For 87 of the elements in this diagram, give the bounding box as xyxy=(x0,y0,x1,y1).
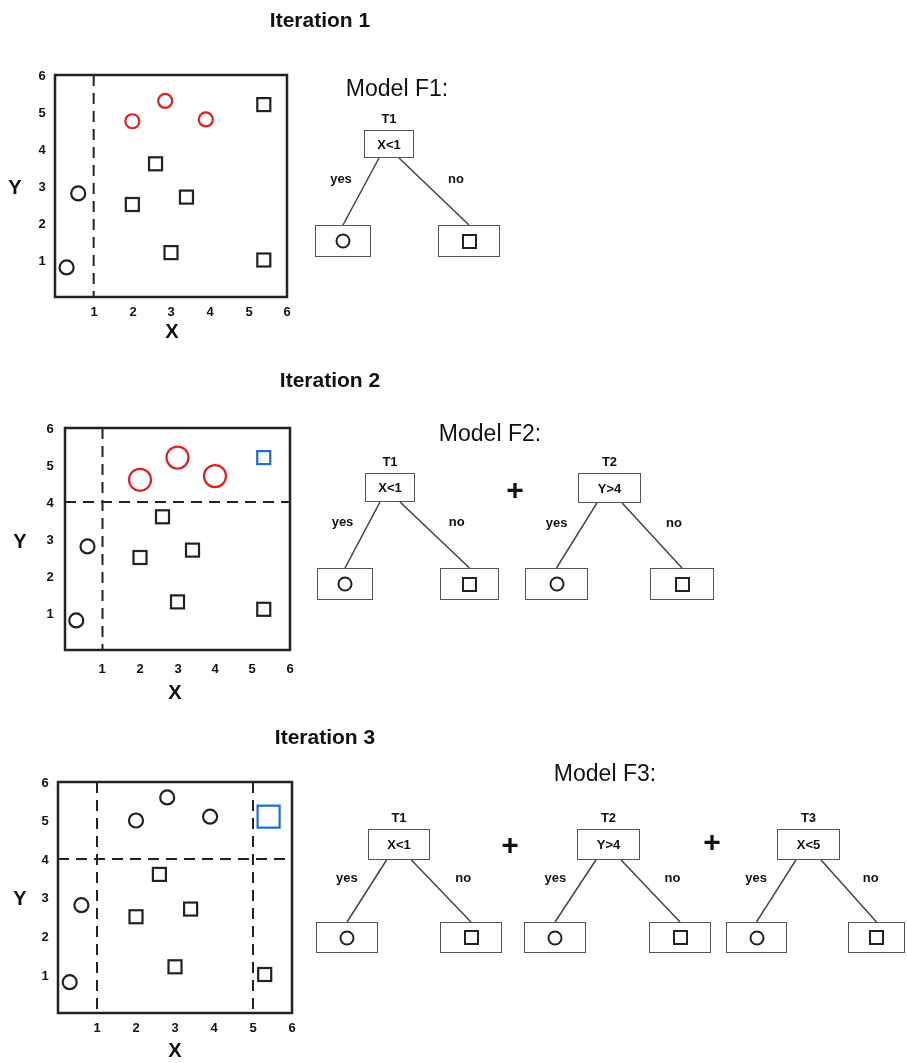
axis-tick-label: 2 xyxy=(38,215,46,231)
plus-sign: + xyxy=(506,473,524,507)
tree-branch-line xyxy=(399,501,471,569)
axis-tick-label: 4 xyxy=(46,494,54,510)
leaf-box xyxy=(315,225,371,257)
tree-branch-line xyxy=(346,859,388,923)
leaf-box xyxy=(726,922,787,953)
leaf-box xyxy=(317,568,373,600)
axis-tick-label: 5 xyxy=(248,660,256,676)
condition-box: X<1 xyxy=(364,130,414,158)
condition-box: Y>4 xyxy=(577,829,640,860)
axis-tick-label: 4 xyxy=(206,303,214,319)
axis-tick-label: 5 xyxy=(38,104,46,120)
tree-label: T1 xyxy=(381,110,397,128)
axis-tick-label: 6 xyxy=(288,1019,296,1035)
model-heading: Model F2: xyxy=(438,419,542,447)
axis-tick-label: 6 xyxy=(283,303,291,319)
condition-box: X<1 xyxy=(365,473,415,502)
axis-tick-label: 1 xyxy=(38,252,46,268)
leaf-box xyxy=(650,568,714,600)
axis-title: X xyxy=(165,319,179,343)
tree-label: T1 xyxy=(391,809,407,827)
tree-branch-line xyxy=(755,859,797,923)
axis-tick-label: 6 xyxy=(41,774,49,790)
axis-tick-label: 4 xyxy=(211,660,219,676)
plus-sign: + xyxy=(703,825,721,859)
iteration-heading: Iteration 1 xyxy=(269,8,371,32)
iteration-heading: Iteration 2 xyxy=(279,368,381,392)
tree-branch-line xyxy=(555,502,598,569)
leaf-box xyxy=(649,922,711,953)
condition-box: X<1 xyxy=(368,829,430,860)
leaf-box xyxy=(440,922,502,953)
axis-tick-label: 6 xyxy=(38,67,46,83)
axis-tick-label: 2 xyxy=(132,1019,140,1035)
axis-tick-label: 4 xyxy=(38,141,46,157)
plus-sign: + xyxy=(501,828,519,862)
condition-box: X<5 xyxy=(777,829,840,860)
axis-tick-label: 2 xyxy=(46,568,54,584)
axis-tick-label: 2 xyxy=(41,928,49,944)
iteration-heading: Iteration 3 xyxy=(274,725,376,749)
axis-tick-label: 1 xyxy=(93,1019,101,1035)
axis-title: Y xyxy=(13,529,27,553)
tree-branch-line xyxy=(620,859,681,923)
axis-tick-label: 3 xyxy=(171,1019,179,1035)
axis-tick-label: 2 xyxy=(136,660,144,676)
axis-tick-label: 1 xyxy=(90,303,98,319)
tree-label: T3 xyxy=(800,809,817,827)
axis-tick-label: 6 xyxy=(286,660,294,676)
tree-label: T2 xyxy=(601,453,618,471)
axis-tick-label: 3 xyxy=(38,178,46,194)
tree-branch-line xyxy=(820,859,878,923)
axis-tick-label: 4 xyxy=(41,851,49,867)
tree-label: T1 xyxy=(382,453,398,471)
axis-tick-label: 3 xyxy=(167,303,175,319)
leaf-box xyxy=(440,568,499,600)
tree-branch-line xyxy=(554,859,597,923)
condition-box: Y>4 xyxy=(578,473,641,503)
leaf-box xyxy=(525,568,588,600)
axis-title: Y xyxy=(13,886,27,910)
tree-branch-line xyxy=(342,157,380,226)
axis-tick-label: 4 xyxy=(210,1019,218,1035)
leaf-box xyxy=(848,922,905,953)
axis-tick-label: 1 xyxy=(41,967,49,983)
axis-tick-label: 2 xyxy=(129,303,137,319)
tree-branch-line xyxy=(621,502,683,569)
axis-tick-label: 3 xyxy=(46,531,54,547)
leaf-box xyxy=(524,922,586,953)
model-heading: Model F3: xyxy=(553,759,657,787)
axis-tick-label: 1 xyxy=(98,660,106,676)
axis-tick-label: 1 xyxy=(46,605,54,621)
axis-title: Y xyxy=(8,175,22,199)
tree-branch-line xyxy=(398,157,470,226)
tree-label: T2 xyxy=(600,809,617,827)
axis-tick-label: 3 xyxy=(41,889,49,905)
axis-tick-label: 3 xyxy=(174,660,182,676)
axis-tick-label: 5 xyxy=(41,812,49,828)
leaf-box xyxy=(438,225,500,257)
leaf-box xyxy=(316,922,378,953)
axis-title: X xyxy=(168,1038,182,1062)
axis-tick-label: 6 xyxy=(46,420,54,436)
tree-branch-line xyxy=(344,501,381,569)
axis-tick-label: 5 xyxy=(46,457,54,473)
model-heading: Model F1: xyxy=(345,74,449,102)
axis-tick-label: 5 xyxy=(245,303,253,319)
tree-branch-line xyxy=(410,859,472,923)
axis-tick-label: 5 xyxy=(249,1019,257,1035)
axis-title: X xyxy=(168,680,182,704)
